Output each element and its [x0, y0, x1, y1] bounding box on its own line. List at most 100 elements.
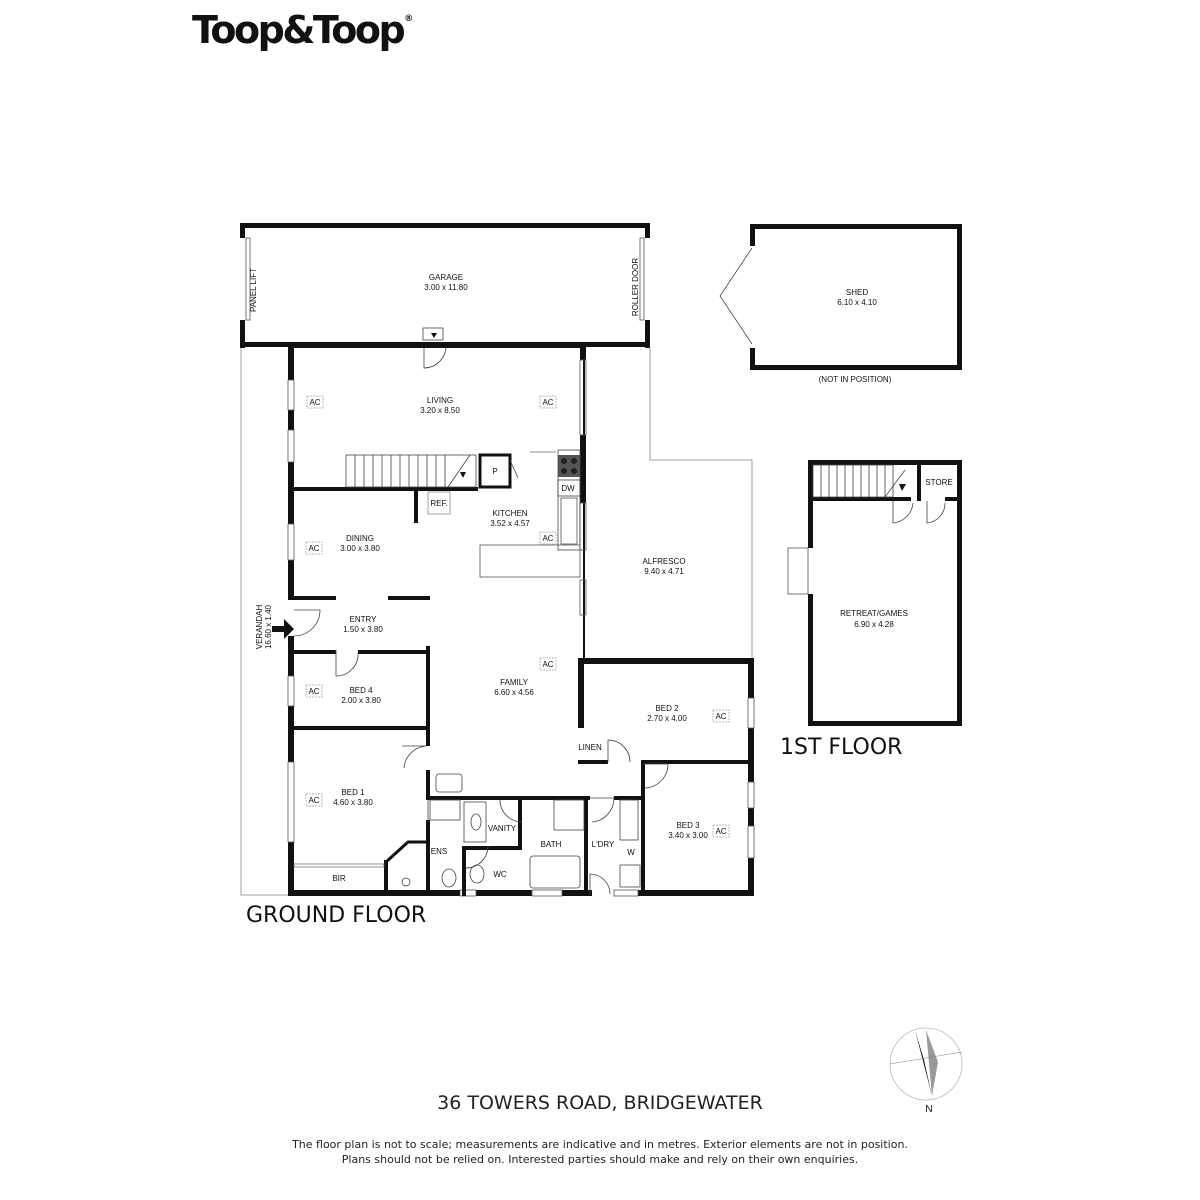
window-dining	[287, 523, 295, 561]
ac-units: AC AC AC AC AC AC AC AC AC	[305, 395, 730, 838]
wall-bed4-right	[426, 646, 430, 746]
verandah-dims: 16.60 x 1.40	[264, 604, 273, 649]
window-living-1	[287, 379, 295, 411]
fridge-label: REF.	[430, 499, 447, 508]
wall-bed2-left	[578, 658, 584, 728]
ac-dining: AC	[308, 544, 319, 553]
garage-wall-right-top	[645, 223, 650, 238]
shed-double-door	[719, 247, 753, 345]
bed3-dims: 3.40 x 3.00	[668, 831, 708, 840]
wall-left-4	[288, 560, 294, 600]
ensuite-toilet-icon	[441, 868, 457, 888]
pantry	[478, 453, 512, 489]
verandah-outline	[240, 348, 292, 896]
window-wc	[459, 889, 477, 897]
wall-bottom-2	[476, 890, 532, 896]
dishwasher-label: DW	[561, 484, 575, 493]
laundry-bench	[619, 799, 639, 841]
ff-stair-wall	[813, 497, 911, 501]
ff-stairs-arrow-icon	[899, 484, 906, 491]
wall-bed4-bed1	[294, 726, 430, 730]
wall-dining-entry-1	[294, 596, 336, 600]
wc-label: WC	[493, 870, 507, 879]
entry-name: ENTRY	[350, 615, 378, 624]
shed-wall-left-bottom	[750, 348, 755, 370]
ac-family: AC	[542, 660, 553, 669]
wall-entry-bed4-2	[358, 650, 430, 654]
pantry-door	[509, 459, 519, 479]
window-living-2	[287, 429, 295, 463]
bathroom-fixtures	[401, 773, 641, 889]
verandah-name: VERANDAH	[255, 605, 264, 650]
laundry-door-swing	[590, 797, 615, 823]
stairs-diagonal	[447, 454, 471, 488]
burner-icon	[571, 468, 577, 474]
dining-name: DINING	[346, 534, 374, 543]
wall-wc-left	[462, 846, 466, 896]
garage-name: GARAGE	[429, 273, 463, 282]
ff-store-wall-bottom	[945, 497, 957, 501]
wall-bath-top	[518, 796, 590, 800]
shed-wall-bottom	[750, 365, 962, 370]
shed-name: SHED	[846, 288, 868, 297]
kitchen-name: KITCHEN	[492, 509, 527, 518]
wall-ensuite-right	[426, 820, 430, 890]
ff-wall-left-bottom	[808, 594, 813, 726]
wall-bed3-top	[641, 760, 754, 764]
first-floor: STORE RETREAT/GAMES 6.90 x 4.28	[787, 460, 962, 726]
bed1-door-swing	[402, 745, 427, 769]
disclaimer-line-1: The floor plan is not to scale; measurem…	[292, 1138, 908, 1151]
laundry-tub-icon	[619, 864, 641, 888]
wall-bed1-right	[426, 770, 430, 796]
window-family	[579, 579, 587, 616]
alfresco-dims: 9.40 x 4.71	[644, 567, 684, 576]
kitchen-dims: 3.52 x 4.57	[490, 519, 530, 528]
living-dims: 3.20 x 8.50	[420, 406, 460, 415]
wall-dining-stub	[414, 491, 418, 523]
bath-tub-icon	[529, 855, 581, 889]
kitchen-bench	[557, 449, 581, 551]
roller-door	[639, 237, 645, 321]
front-door-swing	[293, 609, 321, 637]
stairs-arrow-icon	[460, 472, 466, 478]
shed-wall-top	[750, 224, 962, 229]
wall-bed3-right-2	[748, 808, 754, 826]
property-address: 36 TOWERS ROAD, BRIDGEWATER	[437, 1092, 763, 1114]
compass-crossline	[889, 1051, 963, 1065]
burner-icon	[561, 468, 567, 474]
bir-rail	[293, 863, 385, 868]
ac-bed1: AC	[308, 796, 319, 805]
wall-bed2-top	[578, 658, 754, 664]
window-bed1	[287, 761, 295, 843]
doors	[293, 609, 669, 895]
wall-vanity-bath	[518, 796, 522, 846]
window-bath	[531, 889, 563, 897]
garage-door-swing	[423, 342, 447, 369]
toop-toop-logo: Toop&Toop®	[192, 8, 413, 52]
shed: SHED 6.10 x 4.10 (NOT IN POSITION)	[719, 224, 962, 384]
wall-left-1	[288, 342, 294, 380]
window-bed2	[747, 697, 755, 729]
dishwasher	[557, 479, 581, 497]
wall-wc-top	[462, 846, 522, 850]
window-bed3-1	[747, 781, 755, 809]
window-bed4	[287, 675, 295, 707]
family-name: FAMILY	[500, 678, 529, 687]
stairs-outline	[345, 454, 477, 488]
burner-icon	[561, 458, 567, 464]
wall-entry-bed4-1	[294, 650, 336, 654]
vanity-bench	[463, 801, 487, 843]
ff-wall-bottom	[808, 721, 962, 726]
compass-needle-dark	[915, 1030, 932, 1096]
ensuite-sink-icon	[435, 773, 463, 793]
vanity-door-swing	[499, 799, 523, 823]
wall-bed3-right-3	[748, 858, 754, 896]
ac-living-right: AC	[542, 398, 553, 407]
ff-window-bay	[787, 547, 809, 595]
panel-lift-door	[245, 237, 251, 321]
wc-door-swing	[465, 845, 489, 869]
garage-dims: 3.00 x 11.80	[424, 283, 468, 292]
bath-shower	[553, 799, 585, 831]
garage-wall-left-bottom	[240, 320, 245, 348]
alfresco-outline	[649, 347, 753, 660]
